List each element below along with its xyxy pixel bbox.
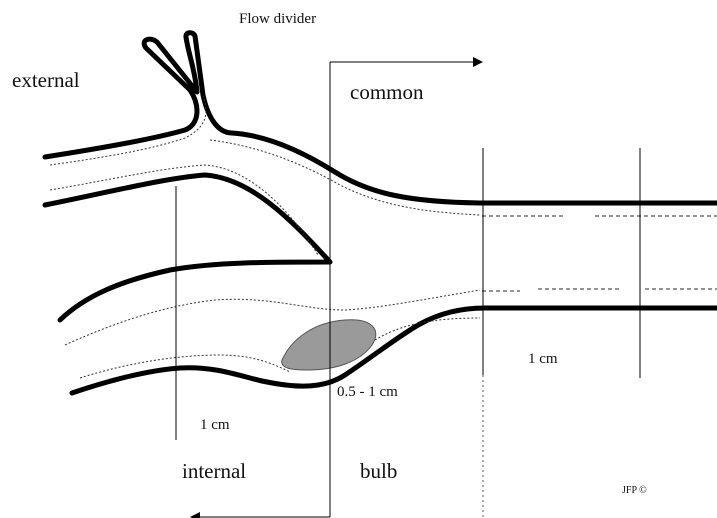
internal-measure-label: 1 cm bbox=[200, 418, 230, 433]
common-label: common bbox=[350, 82, 424, 103]
external-lower-wall bbox=[45, 175, 330, 320]
external-upper-wall bbox=[45, 33, 717, 203]
flow-divider-label: Flow divider bbox=[239, 12, 316, 27]
plaque-size-label: 0.5 - 1 cm bbox=[337, 385, 398, 400]
internal-label: internal bbox=[182, 461, 246, 482]
internal-centerline-upper bbox=[65, 290, 480, 345]
bulb-centerline-lower bbox=[375, 318, 480, 340]
external-label: external bbox=[12, 70, 80, 91]
common-measure-label: 1 cm bbox=[528, 352, 558, 367]
bulb-label: bulb bbox=[360, 461, 397, 482]
internal-lower-wall bbox=[72, 308, 717, 393]
bulb-arrowhead bbox=[190, 512, 200, 518]
common-arrowhead bbox=[473, 57, 483, 67]
credit-label: JFP © bbox=[622, 486, 647, 496]
